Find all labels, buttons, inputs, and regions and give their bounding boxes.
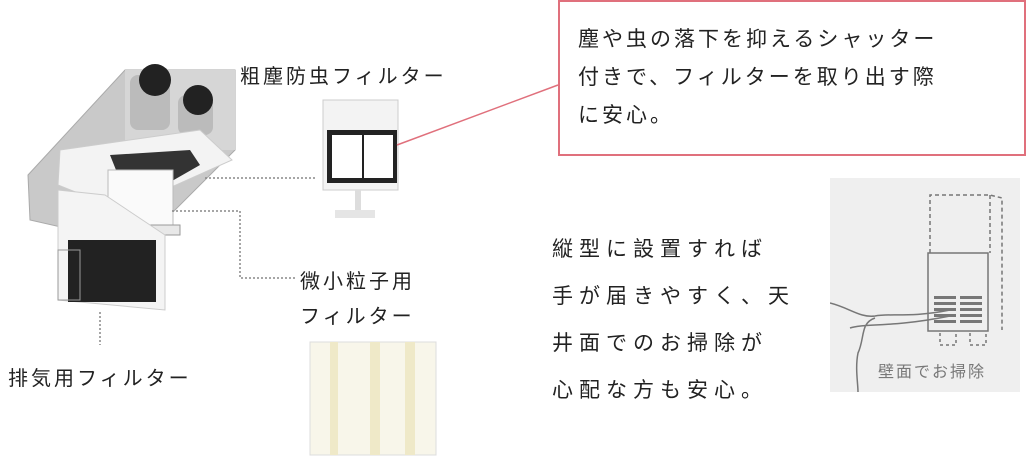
ventilation-unit-image	[27, 64, 236, 311]
callout-pointer	[396, 84, 559, 146]
wall-unit-drawing	[830, 194, 1003, 392]
fine-filter-label-line2: フィルター	[300, 304, 415, 328]
description-line: 心配な方も安心。	[552, 378, 768, 402]
description-line: 井面でのお掃除が	[552, 331, 768, 355]
description-line: 縦型に設置すれば	[552, 237, 768, 261]
shutter-callout: 塵や虫の落下を抑えるシャッター 付きで、フィルターを取り出す際 に安心。	[558, 0, 1026, 156]
fine-filter-leader	[172, 210, 295, 279]
fine-filter-label-line1: 微小粒子用	[300, 269, 415, 293]
callout-line: に安心。	[578, 103, 674, 127]
coarse-filter-label: 粗塵防虫フィルター	[240, 64, 447, 88]
exhaust-filter-label: 排気用フィルター	[8, 366, 192, 390]
callout-line: 付きで、フィルターを取り出す際	[578, 65, 937, 89]
wall-cleaning-caption: 壁面でお掃除	[878, 362, 987, 381]
wall-cleaning-illustration: 壁面でお掃除	[830, 178, 1020, 392]
vertical-install-description: 縦型に設置すれば 手が届きやすく、天 井面でのお掃除が 心配な方も安心。	[552, 226, 795, 414]
callout-line: 塵や虫の落下を抑えるシャッター	[578, 27, 938, 51]
description-line: 手が届きやすく、天	[552, 284, 795, 308]
fine-filter-image	[309, 341, 437, 456]
coarse-filter-image	[322, 99, 399, 218]
